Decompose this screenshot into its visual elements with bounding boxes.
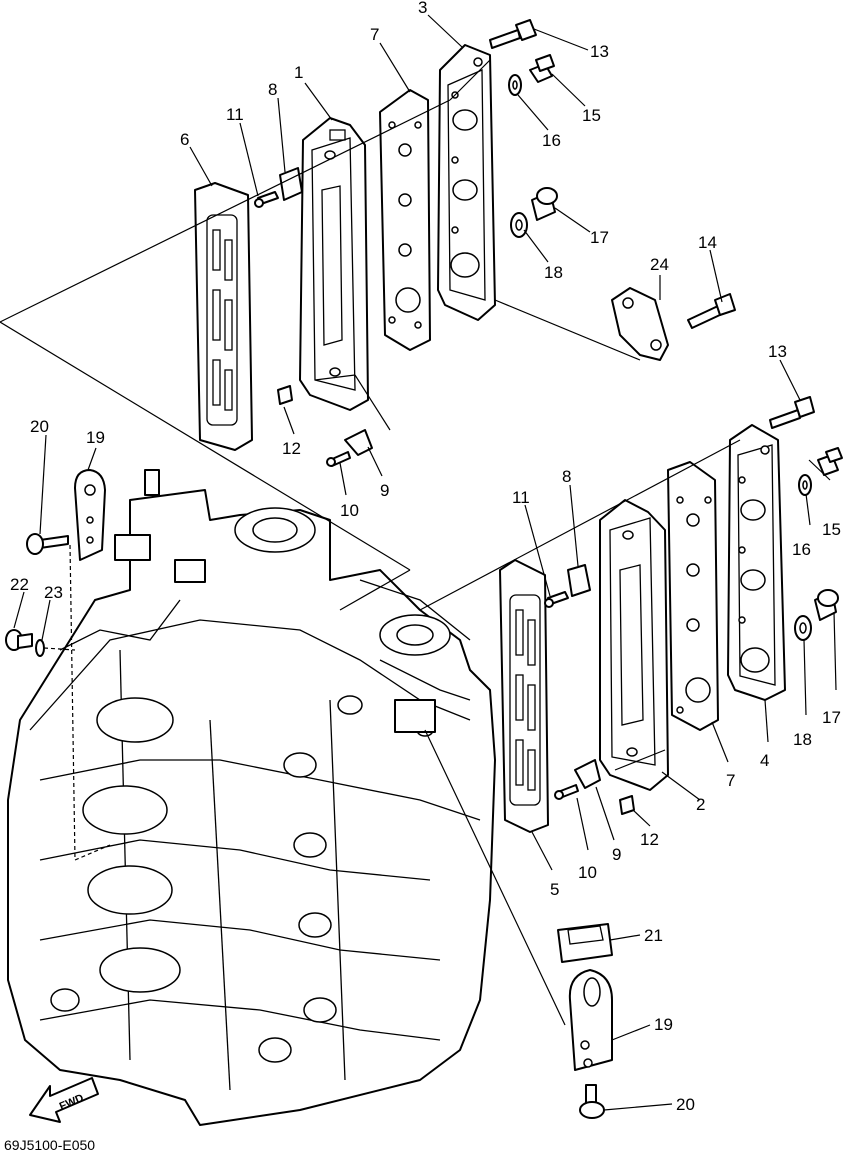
bolt-20-lower <box>579 1084 605 1119</box>
callout-3: 3 <box>418 0 427 17</box>
screw-10-lower <box>554 784 579 800</box>
callout-16-lower: 16 <box>792 540 811 559</box>
callout-8-upper: 8 <box>268 80 277 99</box>
callout-22: 22 <box>10 575 29 594</box>
callout-4: 4 <box>760 751 769 770</box>
callout-6: 6 <box>180 130 189 149</box>
callout-20-upper: 20 <box>30 417 49 436</box>
callout-17-lower: 17 <box>822 708 841 727</box>
callout-leaders <box>13 14 837 1111</box>
bolt-14 <box>687 293 736 329</box>
plug-17-lower <box>814 589 839 621</box>
callout-11-upper: 11 <box>226 105 244 124</box>
assembly-lines <box>0 59 741 1026</box>
cylinder-block <box>7 469 496 1126</box>
screw-11-lower <box>544 591 569 608</box>
callout-23: 23 <box>44 583 63 602</box>
washer-18-lower <box>794 615 812 641</box>
pin-12-upper <box>277 385 293 405</box>
exhaust-cover-3 <box>437 44 496 321</box>
callout-7-lower: 7 <box>726 771 735 790</box>
gasket-7-upper <box>379 89 431 351</box>
callout-labels: 1 2 3 4 5 6 7 7 8 8 9 9 10 10 11 11 12 1… <box>10 0 841 1114</box>
bolt-20-upper <box>26 533 69 555</box>
callout-15-upper: 15 <box>582 106 601 125</box>
bolt-15-upper <box>529 54 555 83</box>
pin-12-lower <box>619 795 635 815</box>
callout-7-upper: 7 <box>370 25 379 44</box>
gasket-7-lower <box>667 461 719 731</box>
bolt-13-upper <box>489 19 537 49</box>
callout-12-upper: 12 <box>282 439 301 458</box>
callout-8-lower: 8 <box>562 467 571 486</box>
callout-16-upper: 16 <box>542 131 561 150</box>
callout-1: 1 <box>294 63 303 82</box>
callout-15-lower: 15 <box>822 520 841 539</box>
gasket-5 <box>499 559 549 833</box>
washer-23 <box>35 639 45 657</box>
exhaust-cover-2 <box>599 499 669 791</box>
gasket-6 <box>194 182 253 451</box>
callout-2: 2 <box>696 795 705 814</box>
callout-13-lower: 13 <box>768 342 787 361</box>
callout-21: 21 <box>644 926 663 945</box>
drawing-code: 69J5100-E050 <box>4 1137 95 1153</box>
washer-16-lower <box>798 474 812 496</box>
callout-11-lower: 11 <box>512 488 530 507</box>
cushion-21 <box>557 923 613 963</box>
sensor-8-lower <box>567 564 591 597</box>
screw-11-upper <box>254 191 279 208</box>
callout-24: 24 <box>650 255 669 274</box>
callout-17-upper: 17 <box>590 228 609 247</box>
exhaust-cover-1 <box>299 117 369 411</box>
washer-16-upper <box>508 74 522 96</box>
callout-18-lower: 18 <box>793 730 812 749</box>
fwd-arrow-icon: FWD <box>29 1077 99 1123</box>
clip-9-upper <box>344 429 373 456</box>
bracket-19-lower <box>568 969 613 1071</box>
bolt-13-lower <box>769 396 815 429</box>
callout-10-upper: 10 <box>340 501 359 520</box>
exhaust-cover-4 <box>727 424 786 701</box>
bolt-15-lower <box>817 447 843 476</box>
callout-19-upper: 19 <box>86 428 105 447</box>
callout-14: 14 <box>698 233 717 252</box>
washer-18-upper <box>510 212 528 238</box>
callout-9-upper: 9 <box>380 481 389 500</box>
bolt-22 <box>5 629 33 651</box>
callout-18-upper: 18 <box>544 263 563 282</box>
callout-10-lower: 10 <box>578 863 597 882</box>
bracket-19-upper <box>74 469 106 561</box>
sensor-8-upper <box>279 167 303 201</box>
callout-19-lower: 19 <box>654 1015 673 1034</box>
clip-9-lower <box>574 759 601 789</box>
callout-20-lower: 20 <box>676 1095 695 1114</box>
callout-9-lower: 9 <box>612 845 621 864</box>
callout-12-lower: 12 <box>640 830 659 849</box>
bracket-24 <box>611 287 669 361</box>
screw-10-upper <box>326 451 351 467</box>
callout-5: 5 <box>550 880 559 899</box>
callout-13-upper: 13 <box>590 42 609 61</box>
plug-17-upper <box>531 187 558 221</box>
